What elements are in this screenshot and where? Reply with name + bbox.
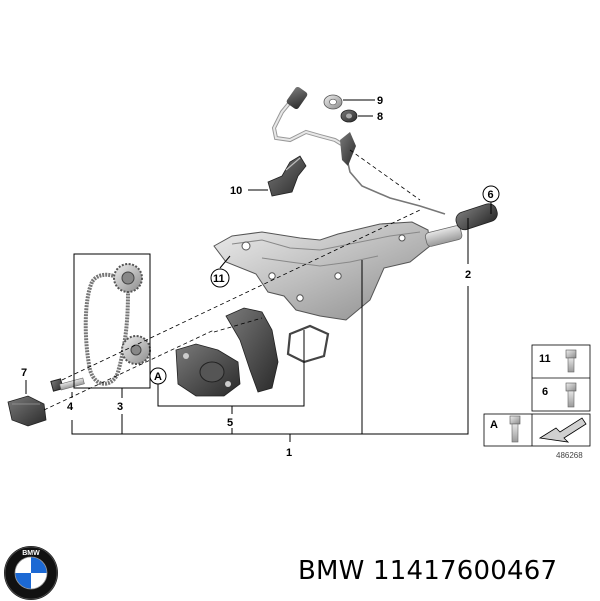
- callout-2: 2: [465, 269, 471, 281]
- callout-8: 8: [377, 111, 383, 123]
- part-4-bolt: [50, 377, 85, 392]
- legend-label-6: 6: [542, 386, 548, 398]
- ref-a-circle: [149, 367, 167, 385]
- ref-a-label: A: [154, 371, 162, 383]
- callout-1: 1: [286, 447, 292, 459]
- callout-labels: 1 2 3 4 5 7 8 9 10 6 11 A: [21, 95, 500, 459]
- callout-4: 4: [67, 401, 74, 413]
- callout-11-circle: [210, 268, 230, 288]
- suction-pipe: [175, 307, 279, 397]
- sprocket-upper: [113, 263, 143, 293]
- dipstick-assembly: [271, 86, 446, 215]
- legend-label-11: 11: [539, 353, 551, 365]
- callout-7: 7: [21, 367, 27, 379]
- part-7-guide: [7, 395, 47, 427]
- callout-10: 10: [230, 185, 242, 197]
- callout-5: 5: [227, 417, 233, 429]
- callout-9: 9: [377, 95, 383, 107]
- part-number-label: BMW 11417600467: [298, 556, 558, 586]
- callout-6: 6: [488, 189, 494, 201]
- legend-panel: 11 6 A 486268: [483, 344, 591, 460]
- part-10-bracket: [267, 155, 307, 197]
- gasket-ring: [286, 324, 330, 364]
- legend-bolt-6-icon: [565, 382, 577, 408]
- callout-3: 3: [117, 401, 123, 413]
- bmw-logo-lettering: BMW: [22, 550, 40, 557]
- leader-lines: [25, 99, 492, 442]
- legend-bolt-11-icon: [565, 349, 577, 373]
- legend-bolt-a-icon: [509, 415, 521, 443]
- oil-pump-body: [213, 203, 498, 321]
- bmw-logo-icon: BMW: [4, 546, 58, 600]
- legend-label-a: A: [490, 419, 498, 431]
- part-9-washer: [323, 94, 343, 110]
- diagram-number: 486268: [556, 451, 583, 460]
- callout-6-circle: [482, 185, 500, 203]
- legend-arrow-icon: [538, 417, 587, 443]
- callout-11: 11: [213, 273, 225, 285]
- part-8-nut: [340, 109, 358, 123]
